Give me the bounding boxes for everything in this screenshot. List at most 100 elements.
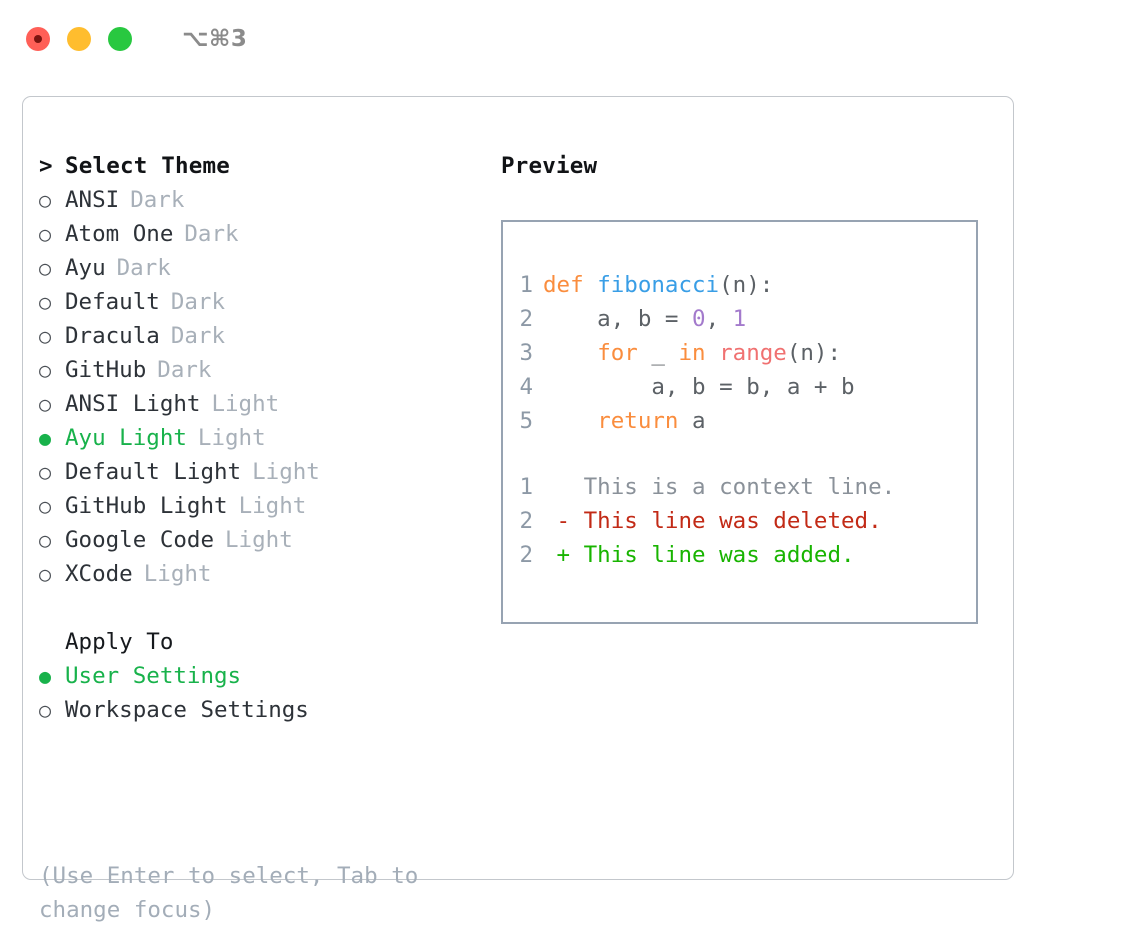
apply-to-heading: Apply To [39,625,489,659]
theme-option-label: GitHub Light [65,493,228,519]
code-line: 4 a, b = b, a + b [503,370,976,404]
code-line-number: 4 [519,374,533,400]
radio-unselected-icon[interactable]: ○ [39,324,52,348]
maximize-window-button[interactable] [108,27,132,51]
radio-unselected-icon[interactable]: ○ [39,188,52,212]
code-token-plain: _ [637,340,679,366]
apply-to-list: ● User Settings ○ Workspace Settings [39,659,489,727]
list-spacer [39,591,489,625]
code-line: 3 for _ in range(n): [503,336,976,370]
code-line-number: 1 [519,272,533,298]
theme-option-label: Google Code [65,527,215,553]
theme-variant-badge: Light [252,459,320,485]
radio-selected-icon[interactable]: ● [39,664,52,688]
theme-option-github[interactable]: ○ GitHub Dark [39,353,489,387]
theme-option-default[interactable]: ○ Default Dark [39,285,489,319]
theme-variant-badge: Dark [157,357,212,383]
theme-variant-badge: Light [197,425,266,451]
apply-to-option-user-settings[interactable]: ● User Settings [39,659,489,693]
code-token-kw: def [543,272,598,298]
theme-option-label: Dracula [65,323,160,349]
keyboard-shortcut-label: ⌥⌘3 [182,26,248,52]
diff-line-number: 2 [519,508,533,534]
radio-unselected-icon[interactable]: ○ [39,528,52,552]
diff-line-content-add: + This line was added. [543,542,855,568]
theme-variant-badge: Light [143,561,212,587]
theme-variant-badge: Dark [130,187,185,213]
apply-to-heading-label: Apply To [65,629,174,655]
code-line-number: 2 [519,306,533,332]
theme-option-label: Default Light [65,459,242,485]
diff-sample: 1 This is a context line.2 - This line w… [503,470,976,572]
theme-option-label: XCode [65,561,133,587]
minimize-window-button[interactable] [67,27,91,51]
radio-unselected-icon[interactable]: ○ [39,290,52,314]
select-theme-heading: > Select Theme [39,149,489,183]
apply-to-option-label: Workspace Settings [65,697,309,723]
keyboard-hint-text: (Use Enter to select, Tab to change focu… [39,863,419,923]
theme-option-label: Ayu Light [65,425,187,451]
code-line-number: 3 [519,340,533,366]
theme-option-label: GitHub [65,357,147,383]
radio-unselected-icon[interactable]: ○ [39,256,52,280]
apply-to-option-label: User Settings [65,663,242,689]
code-token-num: 1 [732,306,747,332]
code-line: 5 return a [503,404,976,438]
code-line-content: a, b = b, a + b [543,370,855,404]
code-token-plain: (n): [719,272,774,298]
code-token-plain: a, b = b, a + b [543,374,855,400]
diff-line-number: 1 [519,474,533,500]
radio-unselected-icon[interactable]: ○ [39,222,52,246]
radio-unselected-icon[interactable]: ○ [39,392,52,416]
diff-line-content-del: - This line was deleted. [543,508,882,534]
theme-option-atom-one[interactable]: ○ Atom One Dark [39,217,489,251]
code-token-plain: (n): [786,340,842,366]
theme-variant-badge: Dark [170,289,226,315]
theme-option-github-light[interactable]: ○ GitHub Light Light [39,489,489,523]
close-window-button[interactable] [26,27,50,51]
code-token-kw: return [597,408,679,434]
radio-unselected-icon[interactable]: ○ [39,698,52,722]
select-theme-heading-label: Select Theme [65,153,230,179]
code-token-fn: fibonacci [597,272,720,298]
theme-variant-badge: Dark [184,221,239,247]
diff-line: 1 This is a context line. [503,470,976,504]
code-line-content: for _ in range(n): [543,336,841,370]
titlebar: ⌥⌘3 [0,0,1140,78]
code-line-number: 5 [519,408,533,434]
radio-unselected-icon[interactable]: ○ [39,460,52,484]
code-token-plain: a, b = [543,306,693,332]
diff-line: 2 - This line was deleted. [503,504,976,538]
theme-option-xcode[interactable]: ○ XCode Light [39,557,489,591]
radio-unselected-icon[interactable]: ○ [39,358,52,382]
theme-option-label: Default [65,289,160,315]
code-token-plain [543,408,597,434]
radio-unselected-icon[interactable]: ○ [39,494,52,518]
diff-line: 2 + This line was added. [503,538,976,572]
apply-to-option-workspace-settings[interactable]: ○ Workspace Settings [39,693,489,727]
radio-selected-icon[interactable]: ● [39,426,52,450]
theme-option-label: ANSI Light [65,391,201,417]
code-token-plain: a [678,408,706,434]
radio-unselected-icon[interactable]: ○ [39,562,52,586]
theme-variant-badge: Light [238,493,307,519]
traffic-lights [26,27,132,51]
code-token-plain: , [705,306,733,332]
theme-option-label: Atom One [65,221,174,247]
theme-option-default-light[interactable]: ○ Default Light Light [39,455,489,489]
prompt-caret-icon: > [39,153,53,179]
theme-option-ayu-light[interactable]: ● Ayu Light Light [39,421,489,455]
theme-variant-badge: Dark [116,255,171,281]
